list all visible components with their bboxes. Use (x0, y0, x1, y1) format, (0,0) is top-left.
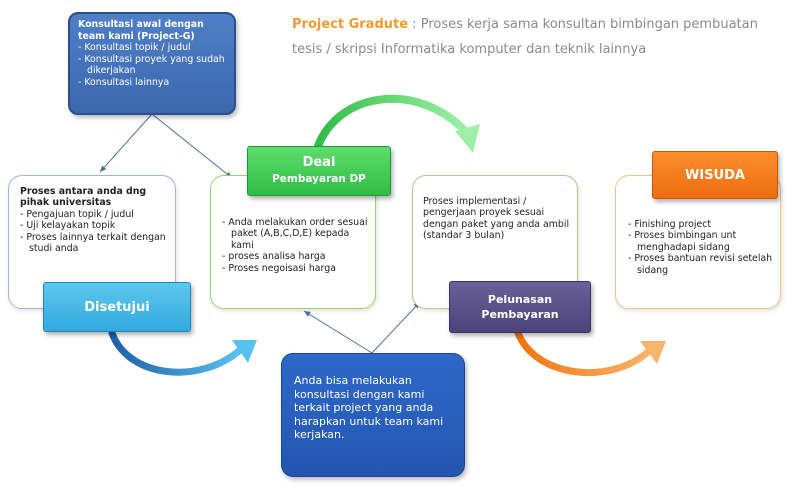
consult-box: Konsultasi awal dengan team kami (Projec… (68, 12, 236, 115)
consult-item: Konsultasi lainnya (78, 77, 226, 89)
tab-pelunasan-line1: Pelunasan (487, 293, 553, 306)
brand-name: Project Gradute (292, 17, 409, 32)
header-description: Project Gradute : Proses kerja sama kons… (292, 12, 792, 62)
card-graduation-list: Finishing project Proses bimbingan unt m… (628, 219, 774, 276)
connector-consult-to-card2 (151, 113, 233, 179)
card-graduation-content: Finishing project Proses bimbingan unt m… (628, 219, 774, 276)
list-item: Pengajuan topik / judul (20, 209, 170, 220)
header-separator: : (408, 17, 421, 32)
arrow-pelunasan-head (640, 341, 666, 364)
card-implementation-text: Proses implementasi / pengerjaan proyek … (423, 196, 570, 242)
tab-wisuda: WISUDA (652, 151, 778, 199)
card-order-list: Anda melakukan order sesuai paket (A,B,C… (222, 217, 372, 274)
card-university-title: Proses antara anda dng pihak universitas (20, 186, 147, 209)
arrow-disetujui-head (232, 340, 257, 363)
connector-consult-to-card1 (99, 113, 153, 173)
list-item: Anda melakukan order sesuai paket (A,B,C… (222, 217, 372, 251)
card-order-content: Anda melakukan order sesuai paket (A,B,C… (222, 217, 372, 274)
arrow-deal (314, 94, 470, 150)
list-item: Finishing project (628, 219, 774, 230)
consult-item: Konsultasi proyek yang sudah dikerjakan (78, 54, 226, 77)
tab-disetujui: Disetujui (43, 282, 191, 332)
consult-list: Konsultasi topik / judul Konsultasi proy… (78, 42, 226, 88)
list-item: Uji kelayakan topik (20, 220, 170, 231)
consult-item: Konsultasi topik / judul (78, 42, 226, 54)
connector-info-to-card2 (303, 310, 373, 354)
header-text: Proses kerja sama konsultan bimbingan pe… (292, 17, 758, 57)
arrow-disetujui (108, 329, 244, 376)
tab-deal-title: Deal (302, 155, 336, 170)
list-item: proses analisa harga (222, 251, 372, 262)
connector-info-to-card3 (371, 301, 421, 354)
card-university-content: Proses antara anda dng pihak universitas… (20, 186, 170, 254)
tab-deal: Deal Pembayaran DP (247, 146, 391, 196)
list-item: Proses lainnya terkait dengan studi anda (20, 232, 170, 255)
info-box: Anda bisa melakukan konsultasi dengan ka… (281, 353, 465, 477)
arrow-pelunasan (514, 329, 652, 377)
card-university-list: Pengajuan topik / judul Uji kelayakan to… (20, 209, 170, 255)
tab-pelunasan-line2: Pembayaran (481, 308, 559, 321)
list-item: Proses bantuan revisi setelah sidang (628, 253, 774, 276)
list-item: Proses negoisasi harga (222, 263, 372, 274)
list-item: Proses bimbingan unt menghadapi sidang (628, 230, 774, 253)
tab-pelunasan: Pelunasan Pembayaran (449, 281, 591, 333)
consult-title: Konsultasi awal dengan team kami (Projec… (78, 19, 204, 42)
arrow-deal-head (455, 124, 480, 153)
tab-deal-subtitle: Pembayaran DP (272, 173, 366, 185)
